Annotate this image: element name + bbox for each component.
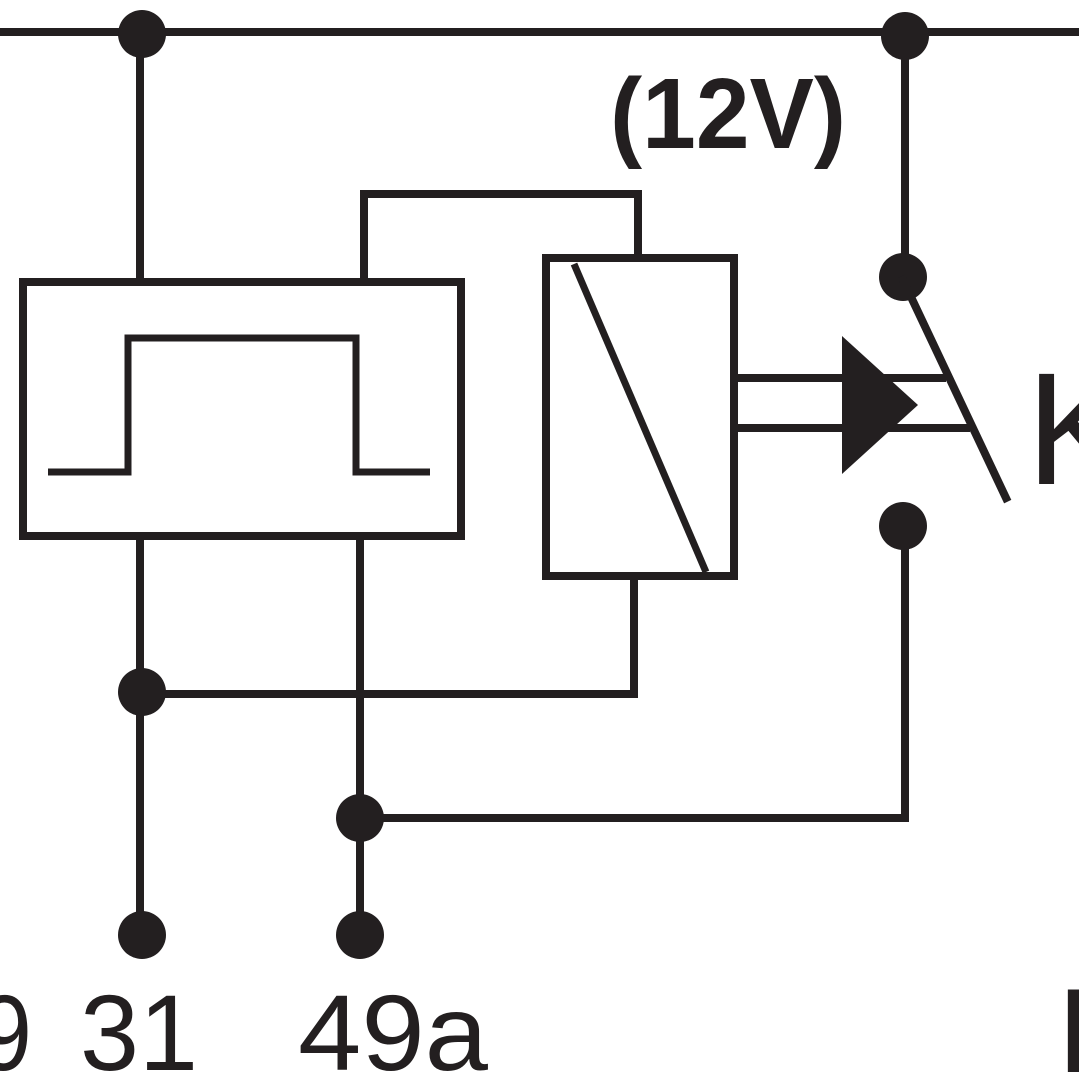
wire-output-to-contact	[356, 524, 909, 822]
edge-letter-k: K	[1026, 339, 1079, 518]
wire-coil-to-ground	[138, 572, 638, 698]
terminal-label-49a: 49a	[298, 972, 489, 1079]
terminal-node-49a	[336, 911, 384, 959]
terminal-label-9: 9	[0, 972, 32, 1079]
relay-coil-diagonal	[570, 262, 710, 574]
terminal-node-31	[118, 911, 166, 959]
terminal-label-31: 31	[80, 972, 198, 1079]
relay-linkage-arrow	[842, 336, 918, 474]
relay-contact-lower	[879, 502, 927, 550]
edge-letter-l: L	[1058, 964, 1079, 1079]
wire-generator-to-coil	[360, 190, 642, 286]
relay-switch-blade	[897, 274, 1012, 504]
voltage-label: (12V)	[610, 58, 846, 170]
relay-coil-box	[542, 254, 738, 580]
pulse-generator-box	[19, 278, 465, 540]
pulse-waveform-symbol	[48, 334, 430, 476]
junction-node-ground	[118, 668, 166, 716]
